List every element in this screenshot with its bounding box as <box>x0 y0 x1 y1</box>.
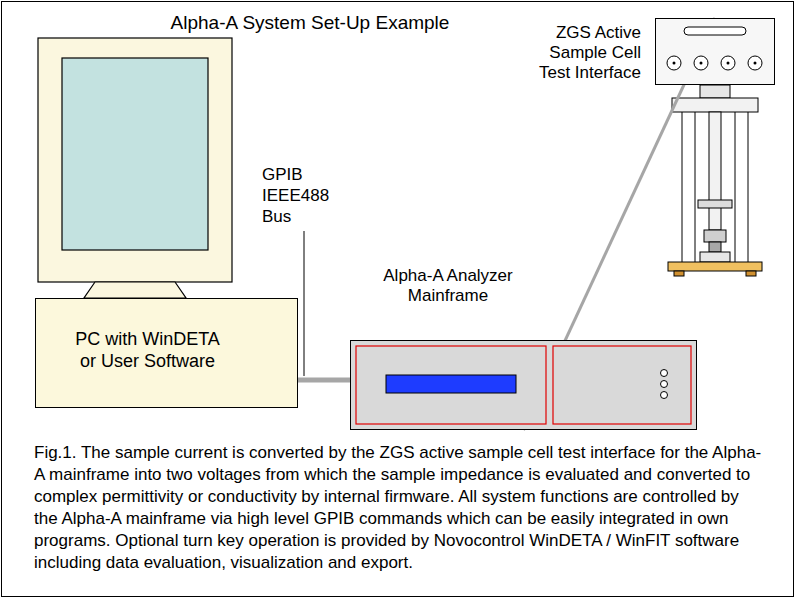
monitor-drawing <box>38 38 232 298</box>
part-name: Alpha-A Analyzer Mainframe <box>363 266 533 306</box>
mainframe-box: Alpha-A Analyzer Mainframe <box>350 340 697 430</box>
bus-label: GPIB IEEE488 Bus <box>262 164 340 227</box>
sample-cell-drawing <box>668 85 762 276</box>
part-name: ZGS Active Sample Cell Test Interface <box>529 23 641 83</box>
interface-box: ZGS Active Sample Cell Test Interface <box>655 18 775 85</box>
pc-box: PC with WinDETA or User Software <box>35 298 298 408</box>
front-panel <box>351 341 696 429</box>
figure-caption: Fig.1. The sample current is converted b… <box>34 442 762 574</box>
interface-panel <box>656 19 774 84</box>
leader-line <box>304 231 305 376</box>
cable-line <box>298 378 350 383</box>
diagram-title: Alpha-A System Set-Up Example <box>0 12 620 34</box>
box-label: PC with WinDETA or User Software <box>68 328 228 372</box>
